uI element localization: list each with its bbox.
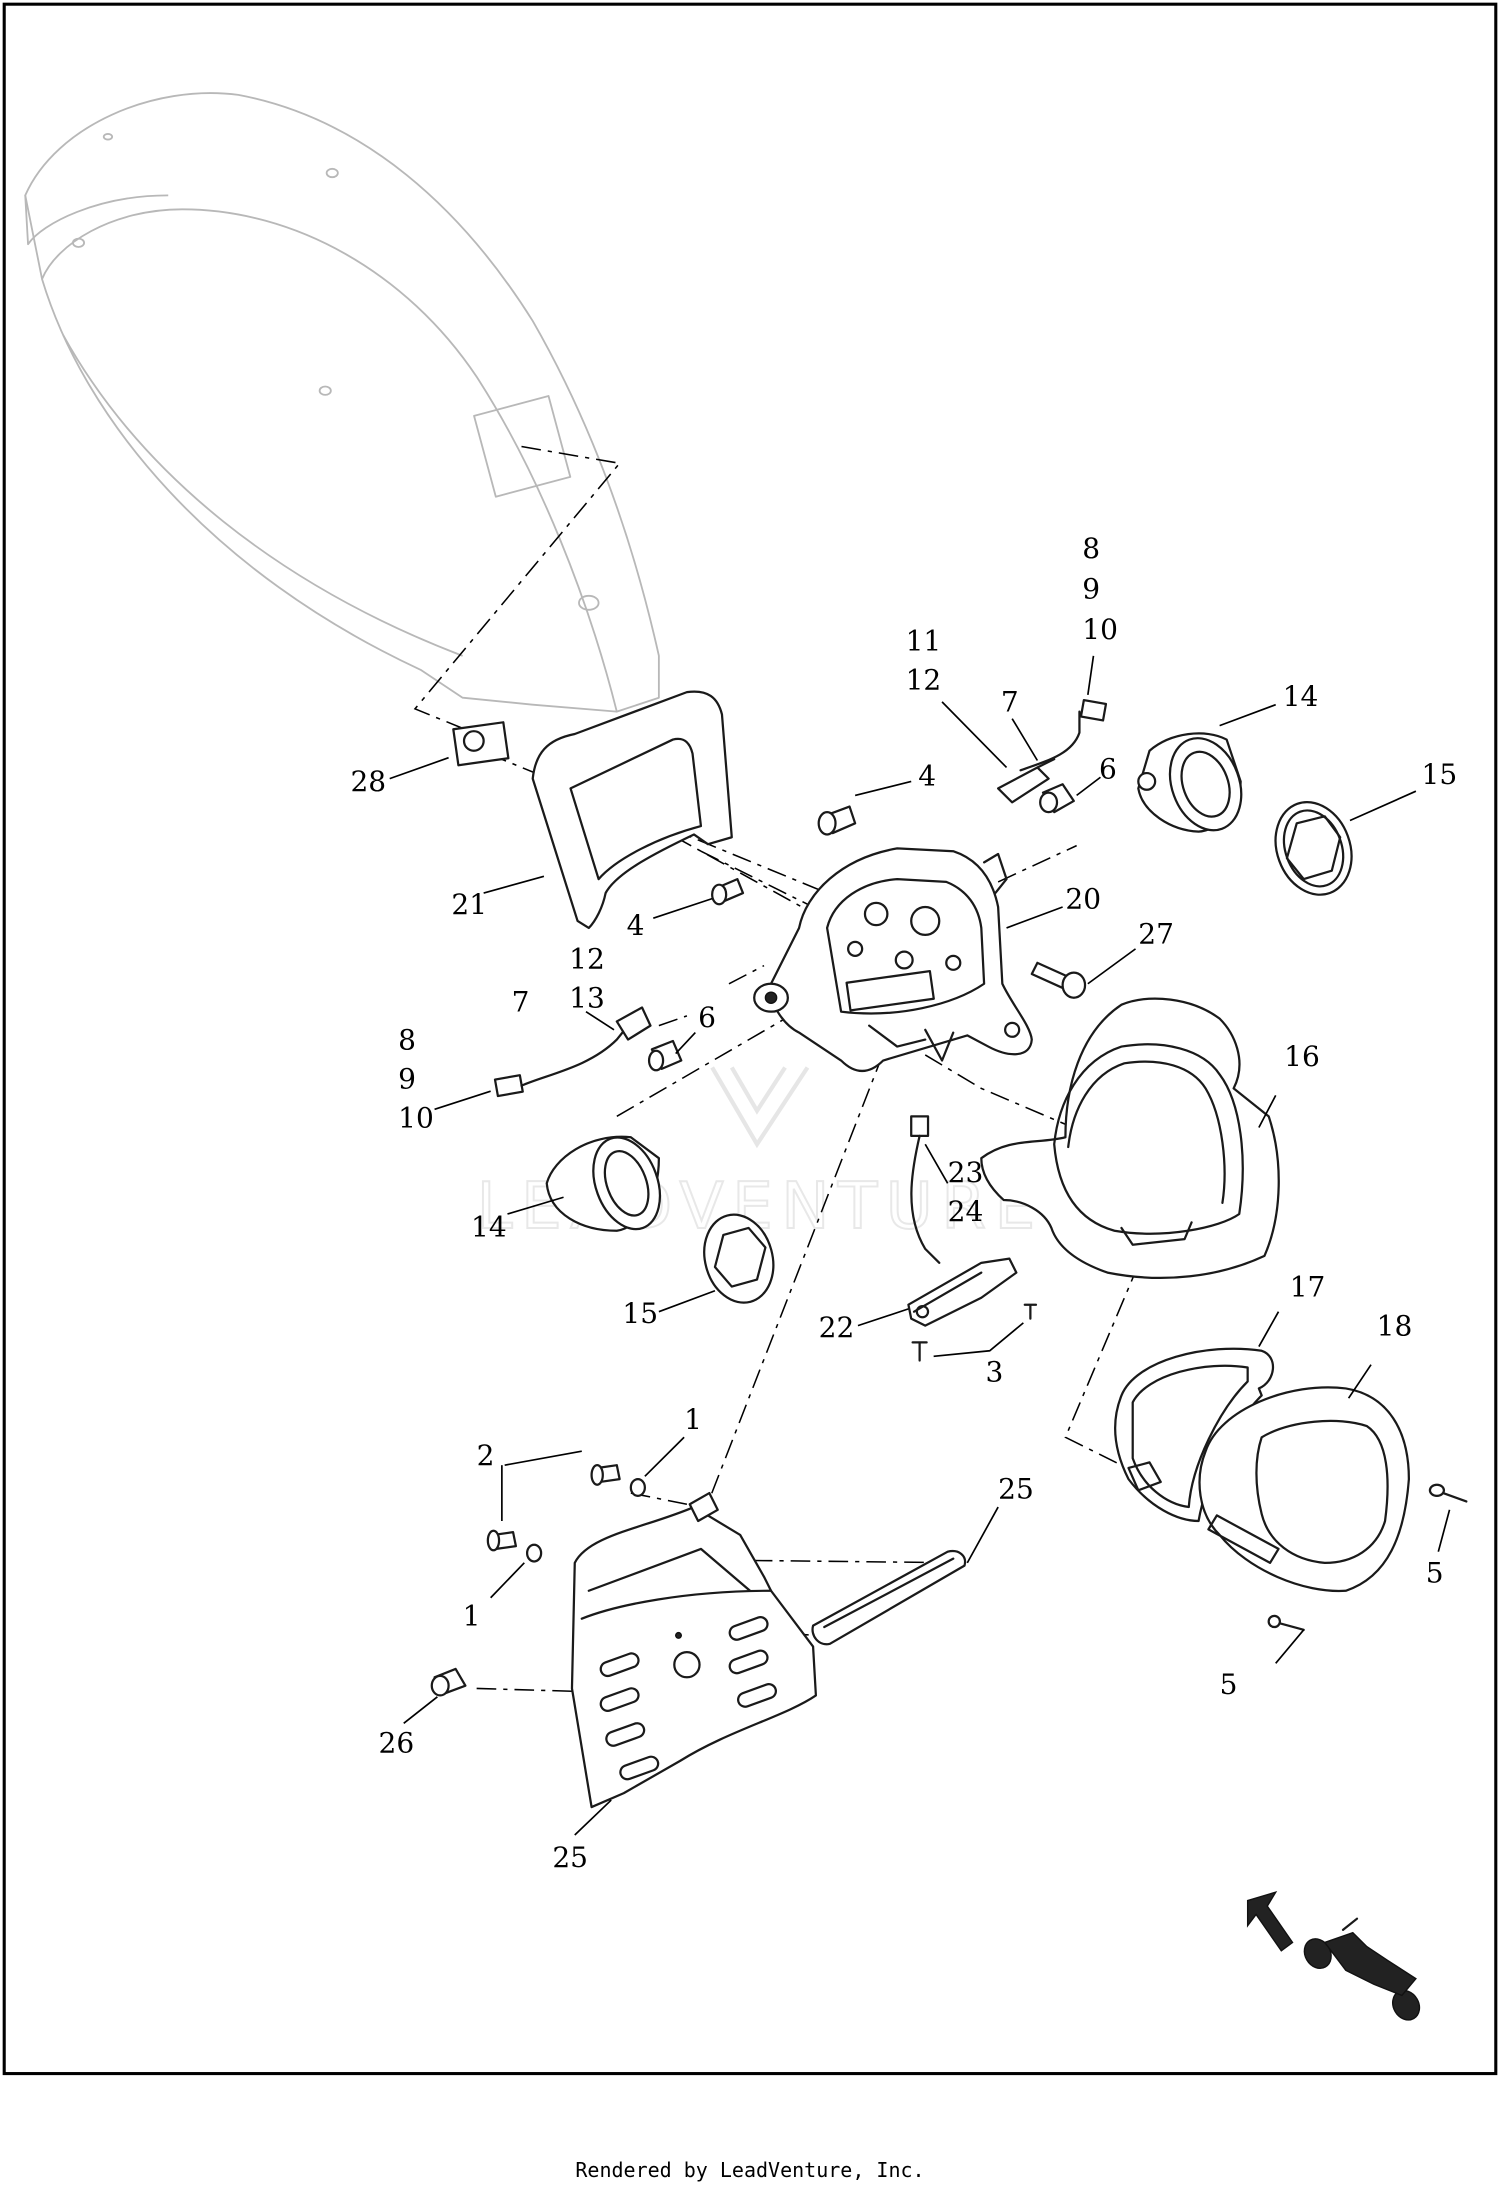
callout-22: 23 <box>948 1156 984 1189</box>
part-5-screw-upper <box>1428 1483 1468 1503</box>
part-28-bolt <box>1030 961 1087 999</box>
part-27-grommet <box>452 721 510 767</box>
part-26-fastener <box>430 1667 467 1697</box>
callout-12-lower: 12 <box>569 942 605 975</box>
motorcycle-icon <box>1303 1917 1421 2021</box>
footer-credit: Rendered by LeadVenture, Inc. <box>575 2158 925 2182</box>
callout-12-upper: 12 <box>906 663 942 696</box>
callout-3: 3 <box>986 1356 1004 1389</box>
part-2-bolt-lower <box>486 1529 518 1552</box>
part-18-taillight-lens <box>1198 1386 1410 1593</box>
part-21-license-light <box>907 1115 1018 1327</box>
callout-19: 20 <box>1065 882 1101 915</box>
callout-21: 22 <box>819 1311 855 1344</box>
rear-fender-outline <box>24 92 660 713</box>
part-7-harness-left <box>493 1006 652 1098</box>
part-6-socket-right <box>1039 783 1075 814</box>
callout-20: 21 <box>451 888 487 921</box>
callout-1-lower: 1 <box>463 1600 481 1633</box>
callout-24: 25 <box>998 1473 1034 1506</box>
part-5-screw-lower <box>1267 1614 1305 1631</box>
front-arrow-icon <box>1246 1890 1294 1952</box>
callout-9-upper: 9 <box>1082 573 1100 606</box>
callout-4-upper: 4 <box>918 760 936 793</box>
part-4-screw-upper <box>817 805 857 836</box>
callout-11: 11 <box>906 624 942 657</box>
callout-17: 17 <box>1290 1270 1326 1303</box>
callout-7-lower: 7 <box>512 986 530 1019</box>
part-14-light-housing-right <box>1137 732 1243 833</box>
callout-15-upper: 15 <box>1421 758 1457 791</box>
callout-28: 27 <box>1138 917 1174 950</box>
part-3-screws <box>911 1303 1038 1362</box>
callout-6-upper: 6 <box>1099 753 1117 786</box>
callout-8-upper: 8 <box>1082 532 1100 565</box>
front-direction-indicator <box>1246 1890 1421 2021</box>
callout-23: 24 <box>948 1195 984 1228</box>
callout-5-upper: 5 <box>1426 1556 1444 1589</box>
callout-14-lower: 14 <box>471 1210 507 1243</box>
part-20-cover <box>531 690 733 930</box>
callout-14-upper: 14 <box>1283 680 1319 713</box>
part-14-light-housing-left <box>545 1135 662 1232</box>
callout-26: 26 <box>379 1727 415 1760</box>
callout-10-lower: 10 <box>398 1102 434 1135</box>
callout-25: 25 <box>552 1841 588 1874</box>
part-7-harness-right <box>997 698 1108 804</box>
callout-18: 18 <box>1377 1309 1413 1342</box>
part-15-lens-ring-left <box>703 1213 775 1304</box>
leader-lines <box>389 655 1451 1836</box>
callout-10-upper: 10 <box>1082 613 1118 646</box>
callout-27: 28 <box>350 765 386 798</box>
part-15-lens-ring-right <box>1274 801 1353 896</box>
callout-5-lower: 5 <box>1220 1668 1238 1701</box>
callout-4-lower: 4 <box>627 909 645 942</box>
callout-1-upper: 1 <box>684 1403 702 1436</box>
part-16-bezel <box>980 997 1280 1280</box>
part-6-socket-left <box>647 1039 683 1072</box>
assembly-lines <box>413 445 1179 1693</box>
part-24-reflector-strip <box>811 1549 967 1646</box>
callout-16: 16 <box>1284 1040 1320 1073</box>
part-1-washer-upper <box>629 1478 646 1497</box>
callout-7-upper: 7 <box>1001 686 1019 719</box>
callout-labels: 28 21 4 4 8 9 10 11 12 7 6 14 15 20 27 1… <box>350 532 1457 1874</box>
part-19-housing <box>753 847 1033 1073</box>
part-2-bolt-upper <box>590 1464 621 1486</box>
part-1-washer-lower <box>525 1543 543 1563</box>
callout-13: 13 <box>569 982 605 1015</box>
diagram-frame <box>2 2 1498 2076</box>
part-25-license-bracket <box>570 1491 818 1809</box>
callout-8-lower: 8 <box>398 1023 416 1056</box>
callout-15-lower: 15 <box>622 1297 658 1330</box>
callout-2: 2 <box>477 1439 495 1472</box>
part-4-screw-lower <box>711 877 745 906</box>
callout-9-lower: 9 <box>398 1062 416 1095</box>
callout-6-lower: 6 <box>698 1001 716 1034</box>
